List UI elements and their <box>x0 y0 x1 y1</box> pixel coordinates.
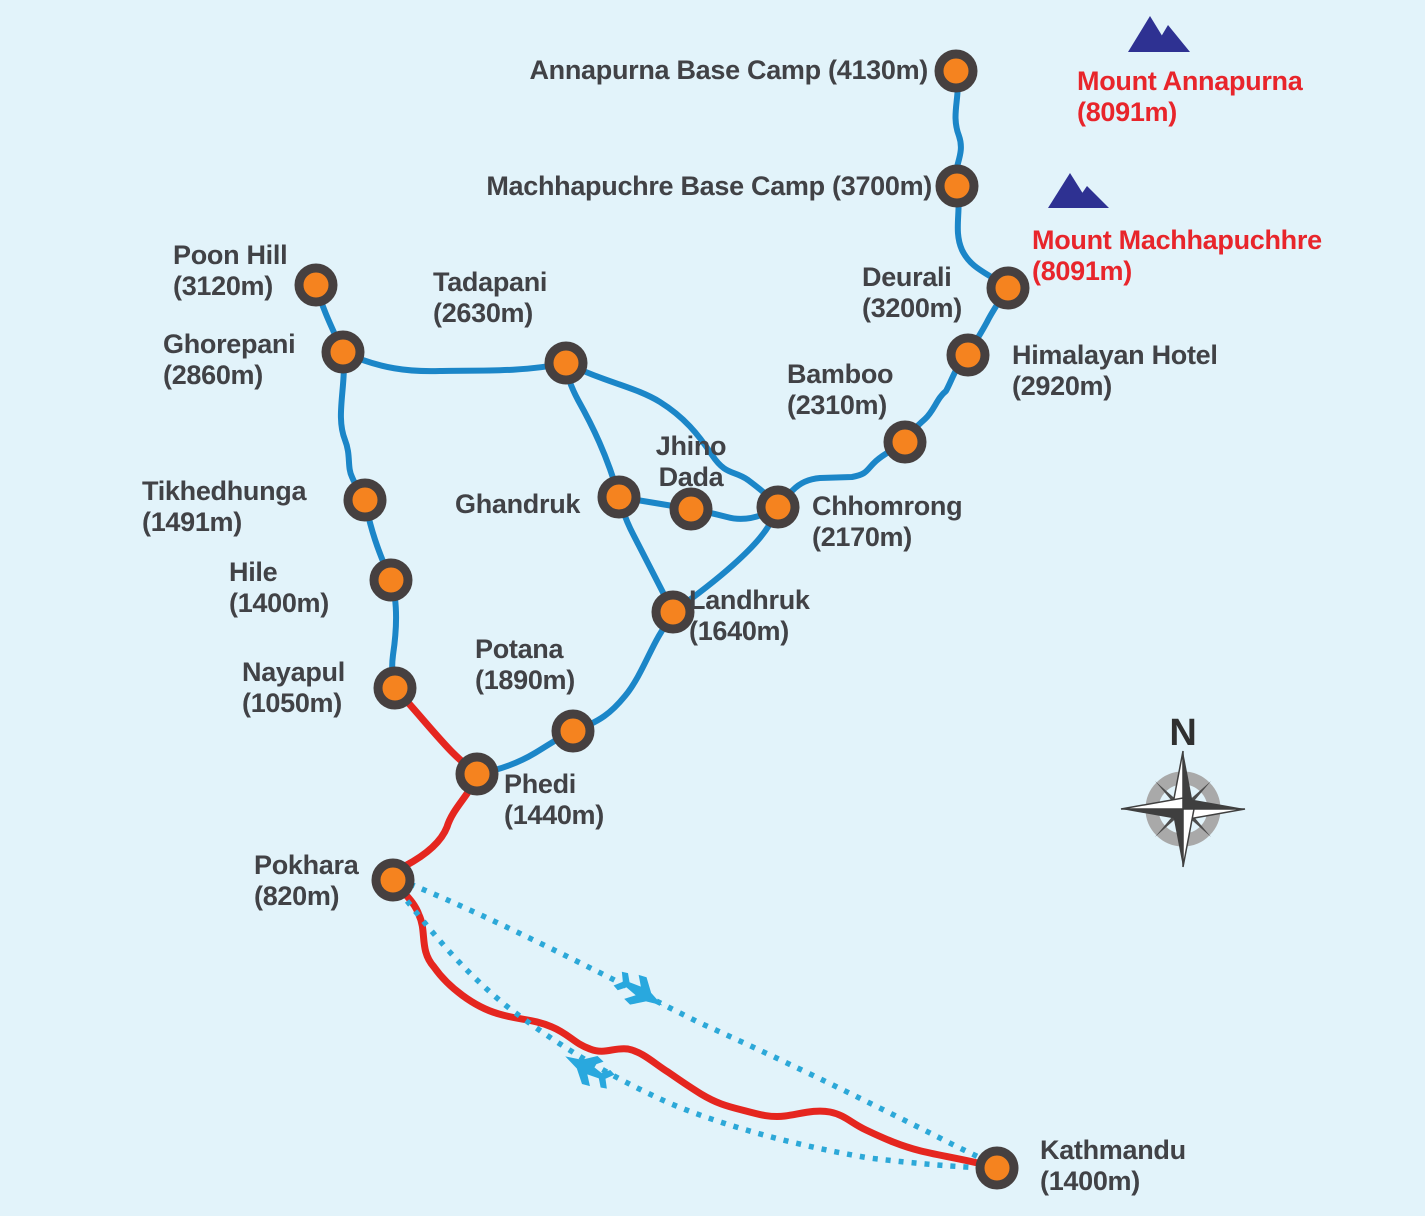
label-annapurna-base-camp: Annapurna Base Camp (4130m) <box>529 55 928 85</box>
trail-tadapani-chhomrong <box>563 360 781 510</box>
marker-tikhedhunga <box>343 478 387 522</box>
mountain-icon <box>1048 173 1109 208</box>
compass-rose-icon <box>1120 750 1246 868</box>
marker-machhapuchre-base-camp <box>935 164 979 208</box>
label-landhruk: Landhruk (1640m) <box>689 585 810 646</box>
mountain-icon <box>1128 16 1190 52</box>
label-poon-hill: Poon Hill (3120m) <box>173 240 288 301</box>
marker-tadapani <box>544 341 588 385</box>
label-bamboo: Bamboo (2310m) <box>787 359 894 420</box>
marker-chhomrong <box>756 485 800 529</box>
label-jhino-dada: Jhino Dada <box>655 431 727 492</box>
marker-pokhara <box>371 858 415 902</box>
marker-annapurna-base-camp <box>934 49 978 93</box>
marker-kathmandu <box>975 1146 1019 1190</box>
label-deurali: Deurali (3200m) <box>862 262 962 323</box>
label-tadapani: Tadapani (2630m) <box>433 267 548 328</box>
label-pokhara: Pokhara (820m) <box>254 850 359 911</box>
marker-hile <box>369 558 413 602</box>
marker-landhruk <box>651 590 695 634</box>
label-tikhedhunga: Tikhedhunga (1491m) <box>142 476 307 537</box>
marker-himalayan-hotel <box>946 333 990 377</box>
marker-phedi <box>455 752 499 796</box>
compass-north-label: N <box>1169 712 1197 754</box>
label-hile: Hile (1400m) <box>229 557 329 618</box>
marker-ghorepani <box>321 330 365 374</box>
label-mount-annapurna: Mount Annapurna (8091m) <box>1077 66 1303 127</box>
marker-bamboo <box>883 420 927 464</box>
airplane-icon <box>613 971 663 1006</box>
label-ghorepani: Ghorepani (2860m) <box>163 329 296 390</box>
label-ghandruk: Ghandruk <box>455 489 581 519</box>
label-nayapul: Nayapul (1050m) <box>242 657 345 718</box>
marker-jhino-dada <box>669 487 713 531</box>
airplane-icon <box>565 1055 615 1089</box>
marker-ghandruk <box>597 475 641 519</box>
label-machhapuchre-base-camp: Machhapuchre Base Camp (3700m) <box>486 171 932 201</box>
road-pokhara-kathmandu <box>389 876 1001 1172</box>
label-potana: Potana (1890m) <box>475 634 575 695</box>
marker-potana <box>551 709 595 753</box>
label-mount-machhapuchhre: Mount Machhapuchhre (8091m) <box>1032 225 1322 286</box>
label-himalayan-hotel: Himalayan Hotel (2920m) <box>1012 340 1218 401</box>
label-chhomrong: Chhomrong (2170m) <box>812 491 963 552</box>
label-phedi: Phedi (1440m) <box>504 769 604 830</box>
marker-poon-hill <box>294 263 338 307</box>
flight-line-lower <box>396 889 988 1171</box>
marker-deurali <box>986 266 1030 310</box>
label-kathmandu: Kathmandu (1400m) <box>1040 1135 1186 1196</box>
flight-line-upper <box>408 881 993 1166</box>
trail-potana-landhruk <box>570 609 676 734</box>
marker-nayapul <box>373 666 417 710</box>
trail-ghorepani-tadapani <box>340 349 569 375</box>
